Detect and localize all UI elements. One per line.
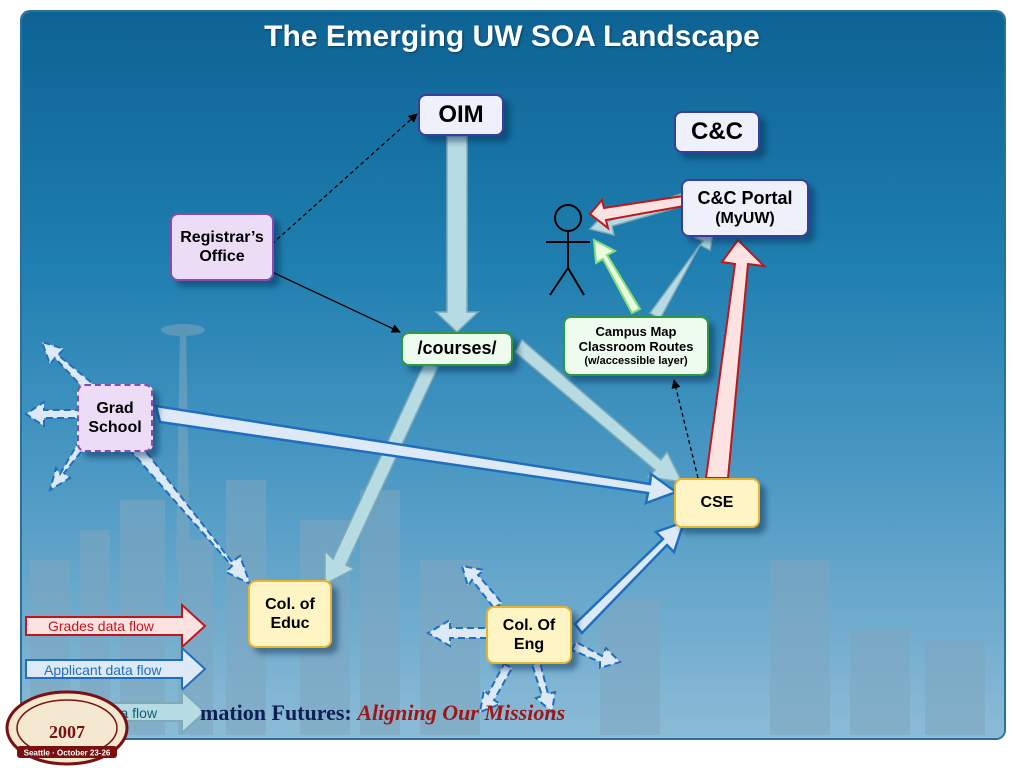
col-eng-node: Col. Of Eng	[486, 606, 572, 664]
campusmap-label-1: Campus Map	[595, 323, 677, 339]
col-educ-node: Col. of Educ	[248, 580, 332, 648]
cse-label: CSE	[700, 494, 734, 512]
cse-node: CSE	[674, 478, 760, 528]
logo-place: Seattle · October 23-26	[24, 749, 111, 758]
legend-grades-label: Grades data flow	[48, 618, 154, 634]
educ-label-2: Educ	[270, 615, 310, 632]
grades-flow-portal-to-user	[588, 194, 686, 231]
course-flow-oim-to-courses	[434, 135, 480, 334]
conference-logo: 2007 Seattle · October 23-26	[5, 690, 129, 766]
registrar-to-oim-dashed	[271, 113, 418, 245]
eng-label-1: Col. Of	[502, 616, 556, 634]
registrar-label-2: Office	[199, 248, 245, 265]
grades-flow-cse-to-portal	[704, 238, 767, 479]
cnc-node: C&C	[674, 111, 760, 153]
slide-title: The Emerging UW SOA Landscape	[264, 20, 760, 53]
educ-label-1: Col. of	[265, 595, 315, 613]
courses-node: /courses/	[401, 332, 513, 366]
cnc-portal-node: C&C Portal (MyUW)	[681, 179, 809, 237]
oim-label: OIM	[438, 100, 484, 128]
cnc-label: C&C	[691, 117, 743, 145]
legend-applicant-label: Applicant data flow	[44, 662, 162, 678]
logo-year: 2007	[49, 722, 85, 742]
campus-map-node: Campus Map Classroom Routes (w/accessibl…	[563, 316, 709, 376]
course-flow-courses-to-educ	[324, 361, 440, 586]
grad-label-1: Grad	[96, 399, 134, 417]
footer-tagline: mation Futures: Aligning Our Missions	[200, 700, 565, 726]
campusmap-to-user-arrow	[592, 238, 642, 315]
registrar-to-courses-line	[271, 271, 401, 333]
courses-label: /courses/	[417, 338, 497, 359]
footer-emphasis: Aligning Our Missions	[357, 700, 566, 725]
portal-label: C&C Portal	[697, 187, 793, 208]
grad-school-node: Grad School	[77, 384, 153, 452]
dashed-applicant-arrows	[24, 340, 622, 714]
cse-to-campusmap-dashed	[671, 379, 699, 479]
campusmap-label-3: (w/accessible layer)	[584, 355, 688, 367]
portal-sublabel: (MyUW)	[715, 210, 775, 228]
legend-applicant-arrow	[25, 645, 207, 693]
course-flow-campusmap-to-user	[648, 226, 716, 321]
course-flow-courses-to-cse	[514, 338, 684, 483]
eng-label-2: Eng	[513, 636, 545, 653]
registrar-label-1: Registrar’s	[180, 228, 264, 246]
applicant-flow-grad-to-cse	[154, 404, 679, 505]
applicant-flow-eng-to-cse	[573, 519, 686, 635]
registrar-node: Registrar’s Office	[170, 213, 274, 281]
applicant-flow-arrows	[154, 404, 686, 635]
user-icon	[546, 204, 590, 296]
legend-grades-arrow	[25, 602, 207, 650]
footer-prefix: mation Futures:	[200, 700, 358, 725]
campusmap-label-2: Classroom Routes	[578, 339, 694, 355]
oim-node: OIM	[418, 94, 504, 136]
grad-label-2: School	[88, 419, 142, 436]
grades-flow-arrows	[588, 194, 767, 479]
